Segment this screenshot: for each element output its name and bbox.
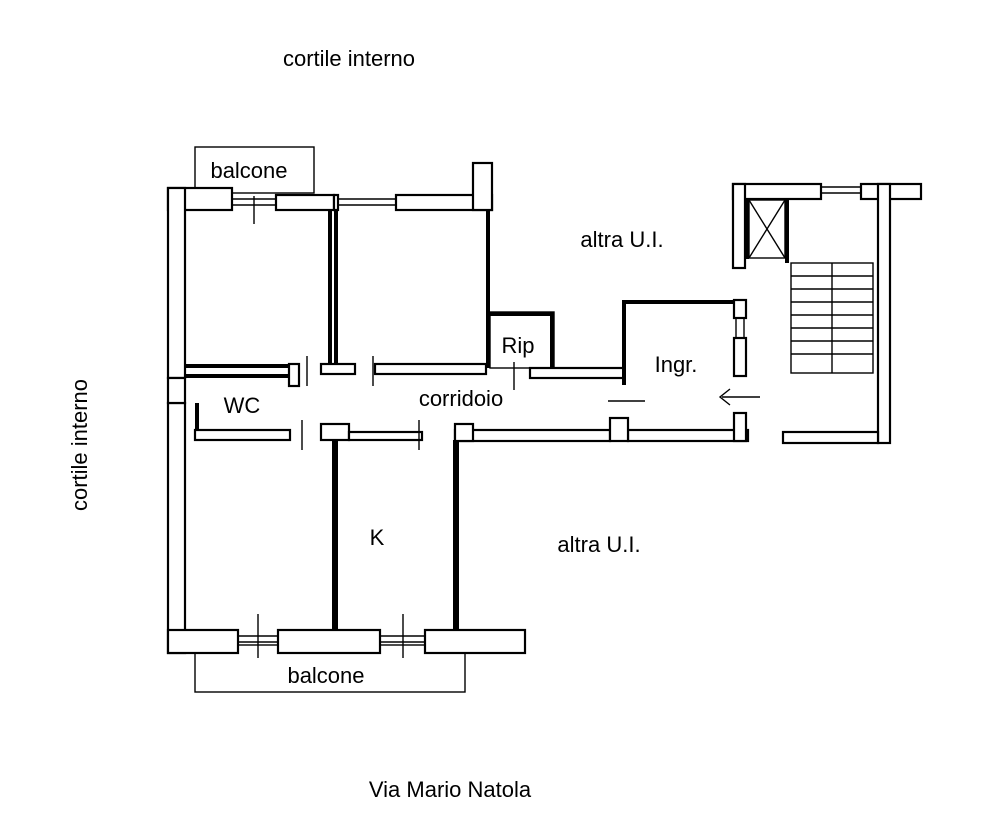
stair-core (731, 182, 923, 445)
storage-label: Rip (501, 333, 534, 358)
courtyard-top-label: cortile interno (283, 46, 415, 71)
window-bottom-left (238, 614, 278, 658)
street-label: Via Mario Natola (369, 777, 532, 802)
stairs-icon (790, 262, 874, 374)
balcony-bottom-label: balcone (287, 663, 364, 688)
elevator-icon (748, 199, 786, 259)
window-bottom-right (380, 614, 425, 658)
balcony-top-label: balcone (210, 158, 287, 183)
arrow-left-icon (718, 388, 760, 406)
window-top-mid (338, 198, 396, 206)
kitchen-label: K (370, 525, 385, 550)
exterior-walls (166, 161, 750, 655)
other-unit-bottom-label: altra U.I. (557, 532, 640, 557)
courtyard-left-label: cortile interno (67, 379, 92, 511)
balcony-top (194, 146, 315, 194)
bathroom-label: WC (224, 393, 261, 418)
interior-walls (166, 210, 748, 630)
window-top-left (232, 196, 276, 224)
door-markers (301, 356, 645, 450)
entrance-label: Ingr. (655, 352, 698, 377)
other-unit-top-label: altra U.I. (580, 227, 663, 252)
corridor-label: corridoio (419, 386, 503, 411)
